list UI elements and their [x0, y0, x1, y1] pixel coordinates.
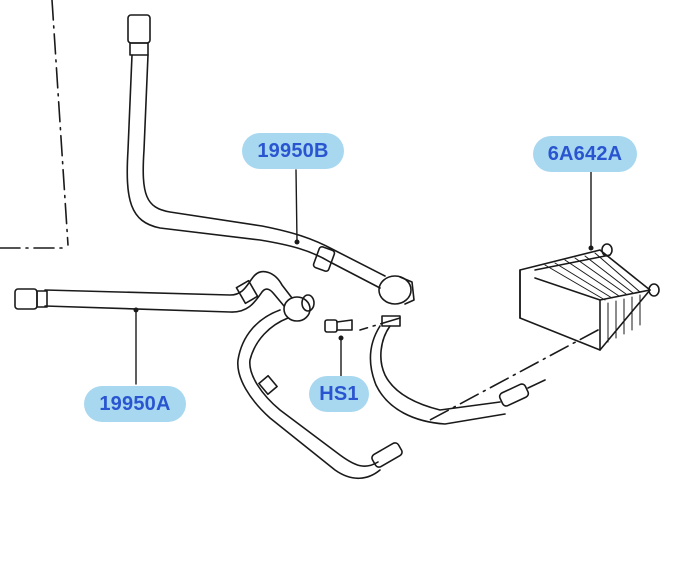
callout-6a642a[interactable]: 6A642A [533, 136, 637, 172]
hose-19950b [126, 14, 415, 305]
leader-lines [135, 169, 592, 385]
callout-19950a[interactable]: 19950A [84, 386, 186, 422]
callout-19950b[interactable]: 19950B [242, 133, 344, 169]
callout-hs1[interactable]: HS1 [309, 376, 369, 412]
hose-19950a [14, 270, 403, 480]
hose-cooler-return [369, 315, 546, 425]
reference-line [0, 0, 599, 421]
bolt-hs1 [324, 319, 353, 333]
oil-cooler-6a642a [519, 243, 660, 351]
